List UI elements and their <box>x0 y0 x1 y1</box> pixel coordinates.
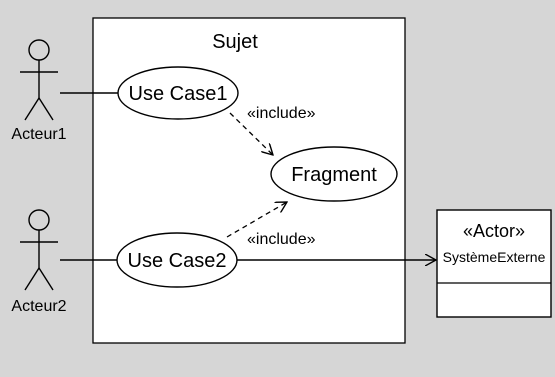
external-system-box[interactable]: «Actor» SystèmeExterne <box>436 209 552 318</box>
actor-acteur2[interactable]: Acteur2 <box>11 209 67 315</box>
usecase-label: Use Case1 <box>129 83 228 105</box>
include-label: «include» <box>247 105 316 122</box>
external-name: SystèmeExterne <box>443 249 546 265</box>
usecase-label: Use Case2 <box>128 250 227 272</box>
include-usecase2-fragment[interactable] <box>226 202 287 238</box>
actor-label: Acteur1 <box>11 126 66 143</box>
usecase-use-case2[interactable]: Use Case2 <box>116 232 238 288</box>
actor-acteur1[interactable]: Acteur1 <box>11 39 67 143</box>
usecase-label: Fragment <box>291 164 377 186</box>
stick-figure-icon <box>20 209 58 291</box>
include-usecase1-fragment[interactable] <box>229 112 273 155</box>
stick-figure-icon <box>20 39 58 121</box>
include-label: «include» <box>247 231 316 248</box>
usecase-use-case1[interactable]: Use Case1 <box>117 66 239 120</box>
usecase-fragment[interactable]: Fragment <box>270 146 398 202</box>
subject-title: Sujet <box>212 31 258 53</box>
actor-label: Acteur2 <box>11 298 66 315</box>
external-stereotype: «Actor» <box>463 221 525 241</box>
